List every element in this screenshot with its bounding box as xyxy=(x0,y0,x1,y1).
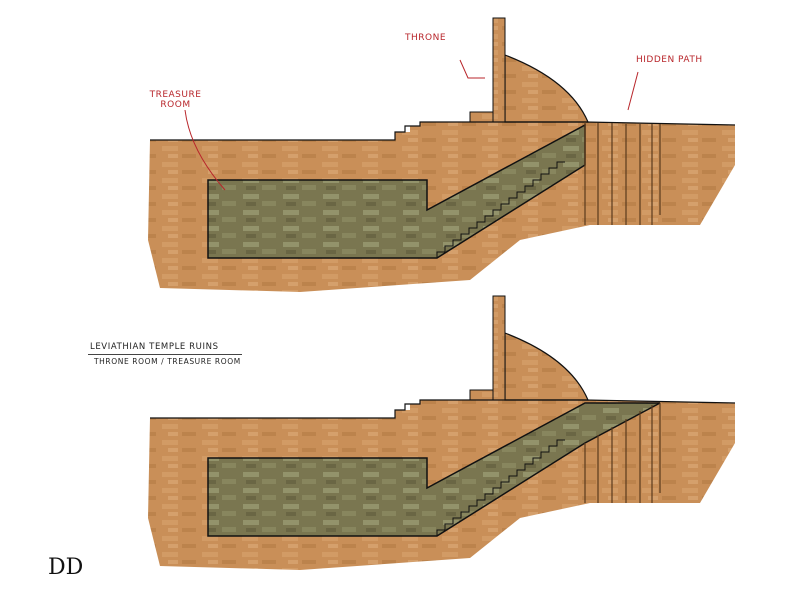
treasure-pointer xyxy=(184,109,226,191)
throne-label: THRONE xyxy=(405,33,447,43)
artist-signature: DD xyxy=(48,555,84,580)
diagram-title: LEVIATHIAN TEMPLE RUINS THRONE ROOM / TR… xyxy=(88,342,247,368)
hidden-path-blocks xyxy=(584,122,661,225)
hidden-path-label: HIDDEN PATH xyxy=(636,55,703,65)
section-revealed xyxy=(147,295,736,571)
section-hidden xyxy=(147,17,736,293)
hidden-path-pointer xyxy=(627,71,639,111)
title-subtitle: THRONE ROOM / TREASURE ROOM xyxy=(94,357,241,366)
stairs xyxy=(436,161,565,258)
throne-pointer xyxy=(459,59,485,79)
title-main: LEVIATHIAN TEMPLE RUINS xyxy=(88,342,242,355)
treasure-room-label: TREASURE ROOM xyxy=(149,90,202,110)
open-path-blocks xyxy=(584,403,661,503)
stairs xyxy=(436,439,565,536)
